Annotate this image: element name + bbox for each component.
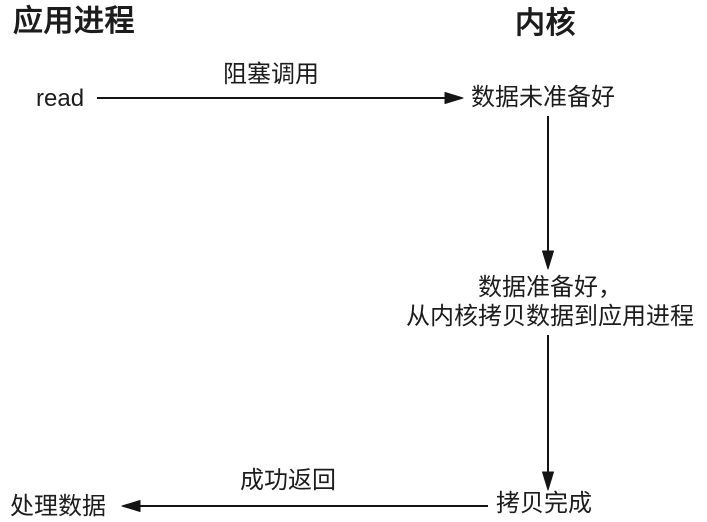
success-return-arrow-label: 成功返回 (240, 467, 336, 494)
read-node: read (36, 85, 85, 112)
copy-data-arrow (542, 335, 554, 491)
data-ready-line2: 从内核拷贝数据到应用进程 (406, 303, 694, 330)
data-ready-line1: 数据准备好， (478, 274, 622, 301)
application-process-header: 应用进程 (13, 5, 135, 38)
success-return-arrow (121, 500, 488, 512)
kernel-header: 内核 (515, 7, 576, 40)
process-data-node: 处理数据 (10, 493, 106, 520)
data-not-ready-node: 数据未准备好 (471, 84, 615, 111)
copy-complete-node: 拷贝完成 (496, 490, 592, 517)
blocking-call-arrow (97, 92, 464, 104)
data-ready-node: 数据准备好， 从内核拷贝数据到应用进程 (406, 273, 694, 331)
blocking-call-arrow-label: 阻塞调用 (223, 61, 319, 88)
wait-for-data-arrow (542, 116, 554, 270)
